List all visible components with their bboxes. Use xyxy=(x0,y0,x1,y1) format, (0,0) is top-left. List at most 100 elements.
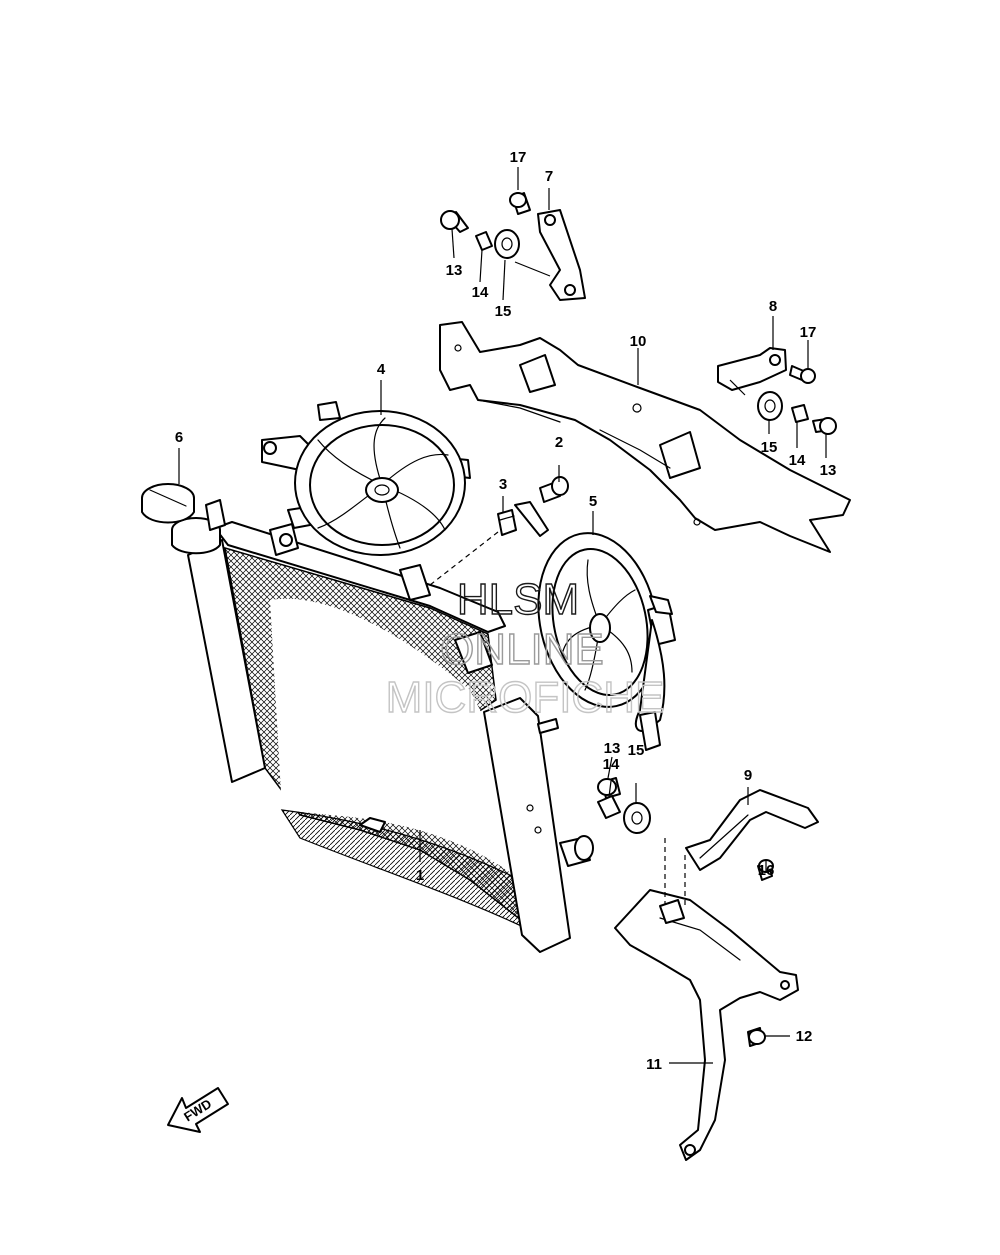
callout-17-top: 17 xyxy=(510,149,527,166)
stay-11-hole xyxy=(684,1144,696,1156)
bolt-2-head xyxy=(551,476,569,496)
callout-9: 9 xyxy=(744,767,752,784)
bracket-9 xyxy=(685,789,819,881)
radiator-cover-hole xyxy=(693,518,701,526)
collar-14-mid xyxy=(597,795,621,819)
callout-1: 1 xyxy=(416,867,424,884)
callout-6: 6 xyxy=(175,429,183,446)
callout-5: 5 xyxy=(589,493,597,510)
callout-14-mid: 14 xyxy=(603,756,620,773)
radiator-outlet-opening xyxy=(574,835,594,861)
screw-13-right-head xyxy=(819,417,837,435)
grommet-15-right-hole xyxy=(764,399,776,413)
bracket-8-body xyxy=(717,347,787,391)
radiator-cover-boss-2 xyxy=(659,431,701,479)
bracket-7-hole-top xyxy=(544,214,556,226)
stay-11 xyxy=(614,889,799,1161)
callout-11: 11 xyxy=(646,1056,662,1073)
fan-right-upper-bracket xyxy=(514,501,549,537)
fan-right-hub xyxy=(589,613,611,643)
bolt-2 xyxy=(539,476,569,503)
callout-7: 7 xyxy=(545,168,553,185)
clip-body xyxy=(497,509,517,536)
screw-13-top-head xyxy=(440,210,460,230)
callout-13-top: 13 xyxy=(446,262,463,279)
callout-15-right: 15 xyxy=(761,439,778,456)
collar-14-top xyxy=(475,231,493,251)
radiator-cap-body xyxy=(141,497,195,524)
hardware-top xyxy=(440,192,531,259)
watermark-line-1: HLSM xyxy=(457,575,579,624)
callout-17-right: 17 xyxy=(800,324,817,341)
callout-numbers: 1 2 3 4 5 6 7 8 9 10 11 12 13 13 13 14 1… xyxy=(175,149,837,1073)
callout-15-top: 15 xyxy=(495,303,512,320)
fan-left-hub xyxy=(365,477,399,503)
callout-3: 3 xyxy=(499,476,507,493)
bracket-8-hole xyxy=(769,354,781,366)
callout-2: 2 xyxy=(555,434,563,451)
watermark: HLSM ONLINE MICROFICHE xyxy=(385,574,665,722)
bracket-9-fold xyxy=(699,814,749,859)
grommet-15-right xyxy=(757,391,783,421)
callout-8: 8 xyxy=(769,298,777,315)
grommet-15-mid-hole xyxy=(631,811,643,825)
cooling-fan-left xyxy=(261,401,471,556)
hardware-right xyxy=(757,365,837,435)
radiator-cover xyxy=(439,321,851,553)
leader-lines xyxy=(178,167,827,1064)
bolt-17-top-head xyxy=(509,192,527,208)
fan-right-top-tab xyxy=(649,595,673,615)
fan-left-bracket-hole xyxy=(263,441,277,455)
radiator-right-tank xyxy=(483,697,571,953)
fwd-arrow: FWD xyxy=(167,1087,229,1133)
radiator xyxy=(171,499,594,953)
radiator-nipple xyxy=(537,718,559,734)
grommet-15-top xyxy=(494,229,520,259)
radiator-cover-edge xyxy=(477,399,561,423)
bracket-8 xyxy=(717,347,787,396)
bracket-7-hole-bottom xyxy=(564,284,576,296)
callout-4: 4 xyxy=(377,361,386,378)
stay-11-body xyxy=(614,889,799,1161)
fan-right-motor-housing xyxy=(634,619,666,732)
radiator-tank-hole xyxy=(534,826,542,834)
radiator-core-face xyxy=(270,598,520,880)
screw-13-mid-head xyxy=(597,778,617,796)
radiator-top-tab-hole xyxy=(279,533,293,547)
clip xyxy=(497,509,517,536)
radiator-cover-fold xyxy=(599,429,671,469)
grommet-15-mid xyxy=(623,802,651,834)
bracket-8-connector xyxy=(729,379,746,396)
radiator-side-tube xyxy=(205,499,226,531)
radiator-cap-grip xyxy=(149,489,187,507)
callout-15-mid: 15 xyxy=(628,742,645,759)
bracket-7-connector xyxy=(514,261,551,277)
bracket-7-body xyxy=(537,209,586,301)
radiator-cover-boss xyxy=(519,354,556,393)
bolt-12-head xyxy=(748,1029,766,1045)
callout-16: 16 xyxy=(758,862,775,879)
bracket-9-body xyxy=(685,789,819,871)
radiator-cover-hole xyxy=(454,344,462,352)
grommet-15-top-hole xyxy=(501,237,513,251)
radiator-cover-hole xyxy=(632,403,642,413)
clip-line xyxy=(499,515,515,521)
callout-13-mid: 13 xyxy=(604,740,621,757)
radiator-mount-tab xyxy=(399,564,431,601)
radiator-tank-hole xyxy=(526,804,534,812)
collar-14-right xyxy=(791,404,809,423)
hardware-middle xyxy=(597,777,651,834)
bracket-7 xyxy=(514,209,586,301)
assembly-lines xyxy=(429,531,686,905)
stay-11-grommet-seat xyxy=(659,899,685,924)
stay-11-hole-2 xyxy=(780,980,790,990)
fwd-arrow-icon xyxy=(167,1087,229,1133)
watermark-line-2: ONLINE xyxy=(440,625,604,674)
callout-10: 10 xyxy=(630,333,647,350)
callout-14-right: 14 xyxy=(789,452,806,469)
fan-left-hub-center xyxy=(374,484,390,496)
fan-left-top-tab xyxy=(317,401,341,421)
radiator-bottom-lug xyxy=(359,817,386,833)
bolt-17-right-head xyxy=(800,368,816,384)
fan-right-lower-bracket xyxy=(639,711,661,751)
